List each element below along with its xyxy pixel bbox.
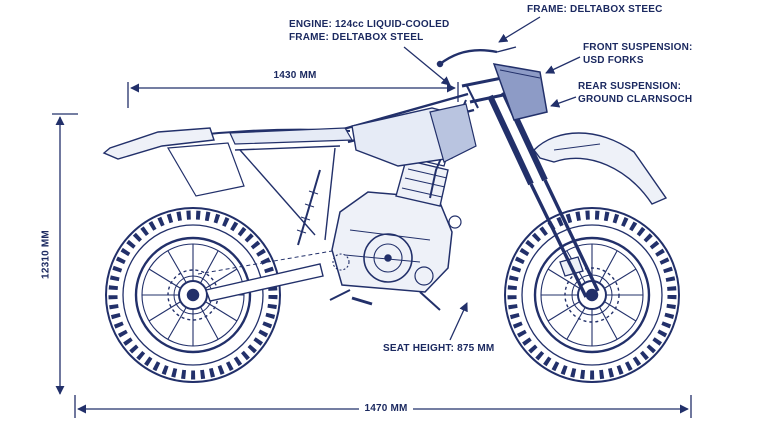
front-sprocket	[332, 253, 350, 271]
bodywork	[102, 103, 668, 205]
fork-leg-right	[543, 179, 600, 292]
handlebar	[439, 49, 498, 65]
front-fender	[533, 132, 668, 205]
rear-wheel	[105, 207, 281, 383]
carb	[448, 215, 462, 229]
engine	[331, 145, 462, 293]
seat-height-callout: SEAT HEIGHT: 875 MM	[383, 343, 495, 354]
leader-seat-height	[449, 302, 468, 341]
front-tire-knobs	[507, 210, 677, 380]
rear-rim	[134, 236, 252, 354]
dim-top-label: 1430 MM	[273, 70, 317, 81]
seat	[229, 127, 354, 145]
leader-rear-suspension	[550, 96, 577, 108]
engine-callout: ENGINE: 124cc LIQUID-COOLED FRAME: DELTA…	[289, 18, 449, 44]
misc-parts	[329, 289, 441, 311]
frame-top-callout: FRAME: DELTABOX STEEC	[527, 4, 663, 15]
leader-engine	[403, 46, 451, 86]
side-number-plate	[167, 142, 245, 197]
swingarm	[197, 249, 339, 302]
motorcycle	[102, 46, 680, 383]
front-brake-disc	[564, 267, 620, 323]
leader-frame-top	[498, 16, 541, 43]
front-suspension-callout: FRONT SUSPENSION: USD FORKS	[583, 41, 693, 67]
leader-front-suspension	[545, 56, 581, 74]
brake-pedal	[329, 289, 351, 301]
chain	[197, 249, 339, 275]
radiator-shroud	[429, 103, 477, 163]
kick-lever	[419, 291, 441, 311]
rear-suspension-callout: REAR SUSPENSION: GROUND CLARNSOCH	[578, 80, 692, 106]
front-rim	[533, 236, 651, 354]
rear-fender	[102, 127, 215, 160]
dim-bottom-label: 1470 MM	[336, 402, 436, 415]
dim-left-label: 12310 MM	[40, 230, 52, 279]
fork-tube-left	[487, 94, 534, 186]
fork-leg-left	[529, 183, 588, 298]
front-suspension-line2: USD FORKS	[583, 55, 644, 66]
front-spokes	[541, 244, 643, 346]
rear-suspension-line1: REAR SUSPENSION:	[578, 81, 682, 92]
crankcase-cover	[363, 233, 413, 283]
headlight-plate	[492, 63, 548, 121]
upper-triple-clamp	[461, 76, 503, 88]
front-suspension-line1: FRONT SUSPENSION:	[583, 42, 693, 53]
footpeg	[351, 296, 373, 306]
rear-tire-knobs	[108, 210, 278, 380]
dim-bottom-text: 1470 MM	[359, 403, 413, 414]
brake-lever	[496, 46, 517, 53]
engine-callout-line1: ENGINE: 124cc LIQUID-COOLED	[289, 19, 450, 30]
subframe-strut	[239, 149, 316, 236]
rear-suspension-line2: GROUND CLARNSOCH	[578, 94, 693, 105]
front-wheel	[504, 207, 680, 383]
front-end	[436, 46, 600, 298]
engine-callout-line2: FRAME: DELTABOX STEEL	[289, 32, 424, 43]
callout-leaders	[403, 16, 581, 341]
engine-cases	[331, 191, 453, 293]
rear-shock	[297, 169, 321, 246]
